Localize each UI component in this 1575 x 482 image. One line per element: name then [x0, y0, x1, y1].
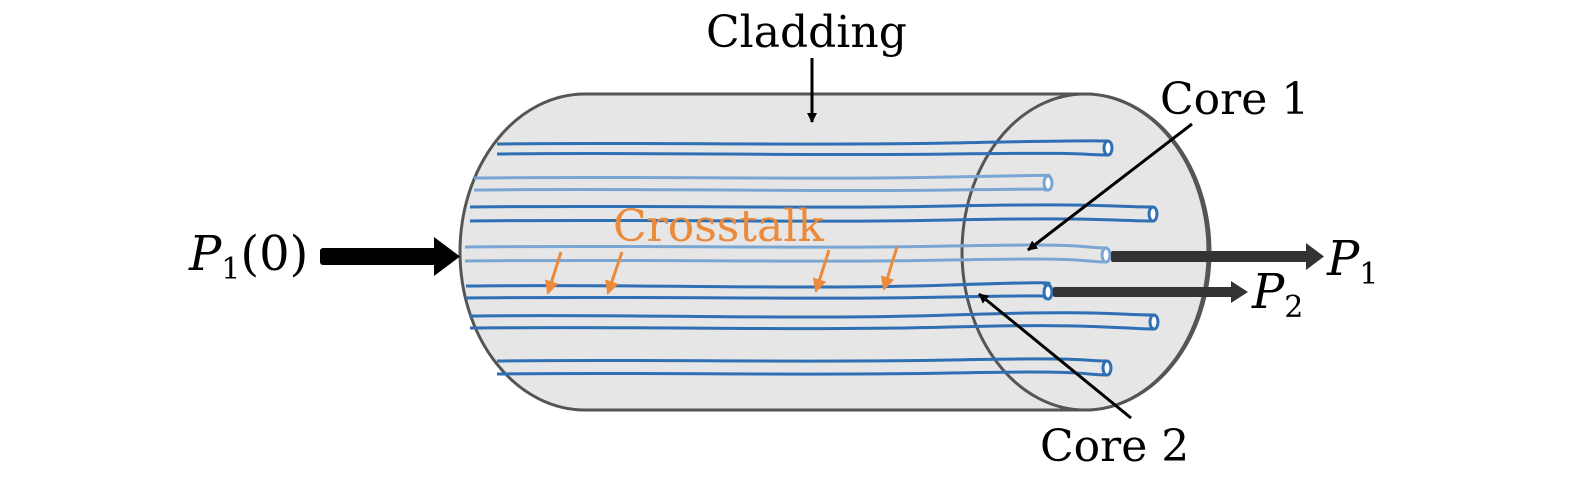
cladding-label: Cladding [706, 7, 907, 58]
input-power-label: P1(0) [188, 226, 308, 287]
core1-pointer-arrow-icon [1027, 122, 1193, 252]
crosstalk-arrows [544, 246, 899, 295]
crosstalk-label: Crosstalk [613, 201, 824, 252]
crosstalk-arrow-icon [880, 246, 899, 291]
crosstalk-arrow-icon [812, 249, 831, 293]
output-arrow-p2-icon [1053, 281, 1248, 303]
core-d [469, 311, 1160, 331]
output-arrow-p1-icon [1111, 243, 1324, 270]
fiber-cores [464, 139, 1160, 377]
core-a [496, 139, 1114, 157]
core-b [473, 173, 1054, 193]
core-c [469, 203, 1159, 223]
crosstalk-arrow-icon [544, 251, 563, 295]
input-arrow-icon [320, 237, 460, 276]
core1-label: Core 1 [1160, 74, 1309, 125]
output-power-1-label: P1 [1326, 231, 1378, 292]
core-e [496, 357, 1113, 377]
core2-pointer-arrow-icon [978, 292, 1132, 420]
crosstalk-arrow-icon [605, 251, 624, 295]
output-power-2-label: P2 [1251, 264, 1303, 325]
core2-label: Core 2 [1040, 421, 1189, 472]
